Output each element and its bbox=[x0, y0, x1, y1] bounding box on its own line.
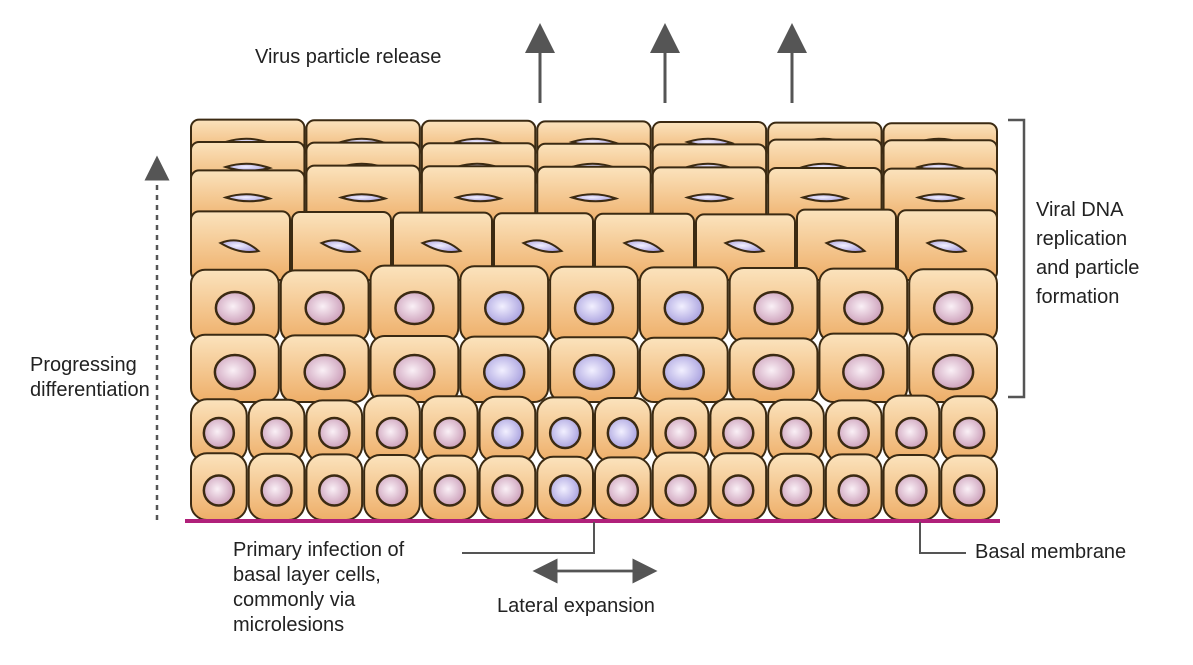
cell-nucleus bbox=[218, 239, 261, 253]
cell-nucleus bbox=[548, 474, 582, 507]
cell-nucleus bbox=[684, 193, 735, 203]
cell-nucleus bbox=[482, 353, 526, 391]
cell-nucleus bbox=[521, 239, 564, 253]
cell-nucleus bbox=[753, 290, 794, 326]
cell-nucleus bbox=[622, 239, 665, 253]
cell-nucleus bbox=[483, 290, 525, 326]
cell-nucleus bbox=[491, 416, 524, 450]
cell-nucleus bbox=[662, 353, 706, 391]
primary-infection-line: Primary infection of bbox=[233, 539, 405, 561]
cell-nucleus bbox=[779, 474, 813, 507]
virus-release-arrows bbox=[525, 23, 807, 103]
cell-nucleus bbox=[931, 353, 975, 391]
cell-nucleus bbox=[799, 193, 851, 203]
differentiation-line: Progressing bbox=[30, 354, 137, 376]
cell-nucleus bbox=[337, 193, 389, 203]
viral-dna-line: Viral DNA bbox=[1036, 199, 1124, 221]
cell-nucleus bbox=[663, 290, 705, 326]
cell-nucleus bbox=[202, 474, 236, 507]
cell-nucleus bbox=[779, 416, 813, 450]
cell-nucleus bbox=[606, 474, 640, 507]
cell-nucleus bbox=[837, 416, 870, 450]
differentiation-line: differentiation bbox=[30, 379, 150, 401]
cell-nucleus bbox=[824, 239, 867, 253]
basal-membrane-label: Basal membrane bbox=[975, 541, 1127, 563]
cell-nucleus bbox=[752, 353, 795, 391]
viral-dna-label: Viral DNA replication and particle forma… bbox=[1036, 196, 1139, 312]
cell-nucleus bbox=[393, 353, 436, 391]
cell-nucleus bbox=[318, 416, 351, 450]
cell-nucleus bbox=[318, 474, 351, 507]
cell-nucleus bbox=[420, 239, 463, 253]
cell-nucleus bbox=[491, 474, 524, 507]
cell-nucleus bbox=[606, 416, 640, 450]
cell-nucleus bbox=[664, 416, 697, 450]
cell-nucleus bbox=[952, 416, 986, 450]
cell-nucleus bbox=[260, 474, 293, 507]
cell-nucleus bbox=[304, 290, 345, 326]
cell-nucleus bbox=[664, 474, 697, 507]
cell-nucleus bbox=[914, 193, 966, 203]
cell-nucleus bbox=[932, 290, 974, 326]
cell-nucleus bbox=[453, 193, 504, 203]
cell-nucleus bbox=[375, 474, 409, 507]
cell-nucleus bbox=[723, 239, 766, 253]
viral-dna-line: replication bbox=[1036, 228, 1128, 250]
cell-nucleus bbox=[895, 474, 928, 507]
cell-nucleus bbox=[722, 474, 755, 507]
cell-nucleus bbox=[837, 474, 870, 507]
cell-nucleus bbox=[925, 239, 968, 253]
basal-membrane-leader bbox=[919, 522, 966, 554]
primary-infection-line: microlesions bbox=[233, 614, 345, 636]
primary-infection-leader bbox=[462, 522, 595, 554]
primary-infection-line: commonly via bbox=[233, 589, 356, 611]
cell-nucleus bbox=[213, 353, 257, 391]
differentiation-label: Progressing differentiation bbox=[30, 353, 150, 403]
cell-nucleus bbox=[722, 416, 755, 450]
cell-nucleus bbox=[214, 290, 256, 326]
cell-nucleus bbox=[842, 353, 885, 391]
viral-dna-line: formation bbox=[1036, 286, 1120, 308]
replication-bracket bbox=[1008, 118, 1026, 399]
cell-nucleus bbox=[375, 416, 409, 450]
primary-infection-line: basal layer cells, bbox=[233, 564, 381, 586]
cell-nucleus bbox=[222, 193, 274, 203]
cell-nucleus bbox=[260, 416, 293, 450]
cell-nucleus bbox=[568, 193, 620, 203]
cell-nucleus bbox=[573, 290, 615, 326]
cell-nucleus bbox=[572, 353, 616, 391]
cell-nucleus bbox=[548, 416, 582, 450]
cell-nucleus bbox=[843, 290, 884, 326]
cell-nucleus bbox=[394, 290, 435, 326]
lateral-expansion-label: Lateral expansion bbox=[497, 595, 655, 617]
cell-nucleus bbox=[433, 416, 466, 450]
virus-release-label: Virus particle release bbox=[255, 46, 442, 68]
primary-infection-label: Primary infection of basal layer cells, … bbox=[233, 538, 404, 638]
cell-nucleus bbox=[202, 416, 236, 450]
cell-nucleus bbox=[895, 416, 928, 450]
viral-dna-line: and particle bbox=[1036, 257, 1140, 279]
cell-nucleus bbox=[319, 239, 362, 253]
cell-nucleus bbox=[303, 353, 346, 391]
cell-nucleus bbox=[952, 474, 986, 507]
cell-layers bbox=[190, 118, 999, 522]
cell-nucleus bbox=[433, 474, 466, 507]
